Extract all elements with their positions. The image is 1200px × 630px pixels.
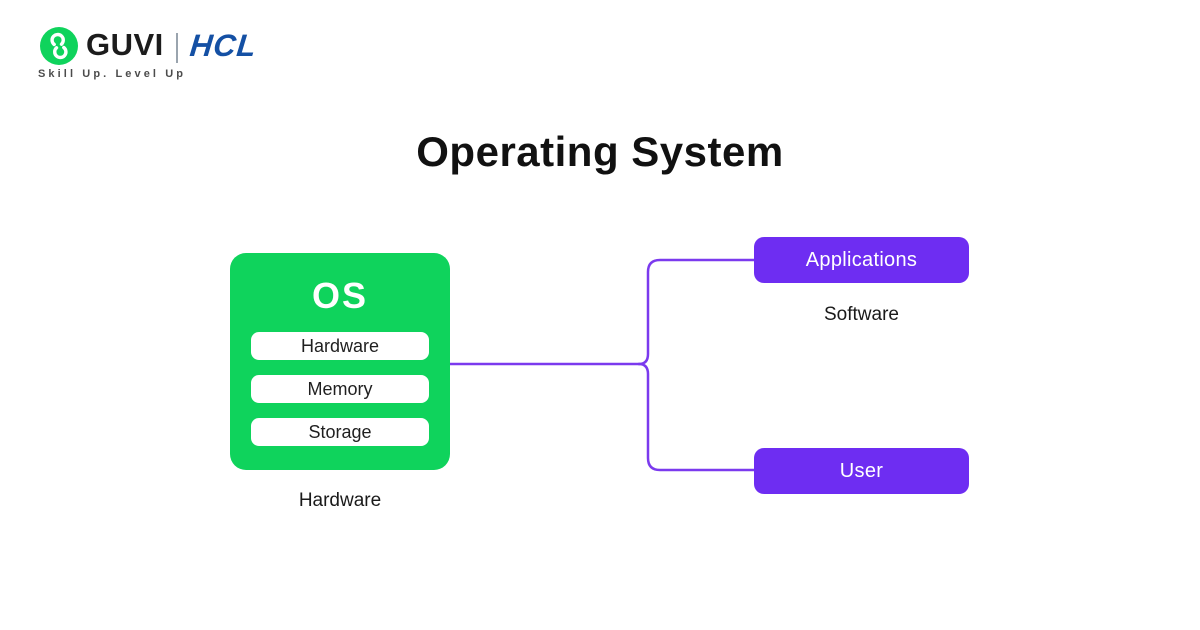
os-node: OS Hardware Memory Storage xyxy=(230,253,450,470)
applications-node-caption: Software xyxy=(824,304,899,325)
os-component-hardware: Hardware xyxy=(251,332,429,360)
os-component-memory: Memory xyxy=(251,375,429,403)
os-component-storage: Storage xyxy=(251,418,429,446)
brand-divider xyxy=(176,33,178,63)
page-title: Operating System xyxy=(416,128,784,175)
hcl-wordmark: HCL xyxy=(188,28,259,63)
guvi-g-icon xyxy=(40,27,78,65)
os-node-caption: Hardware xyxy=(298,490,382,511)
guvi-wordmark: GUVI xyxy=(86,27,164,62)
brand-tagline: Skill Up. Level Up xyxy=(38,68,187,80)
user-node: User xyxy=(754,448,969,494)
applications-node: Applications xyxy=(754,237,969,283)
brand-header: GUVI HCL Skill Up. Level Up xyxy=(0,0,400,110)
os-node-title: OS xyxy=(311,275,368,316)
